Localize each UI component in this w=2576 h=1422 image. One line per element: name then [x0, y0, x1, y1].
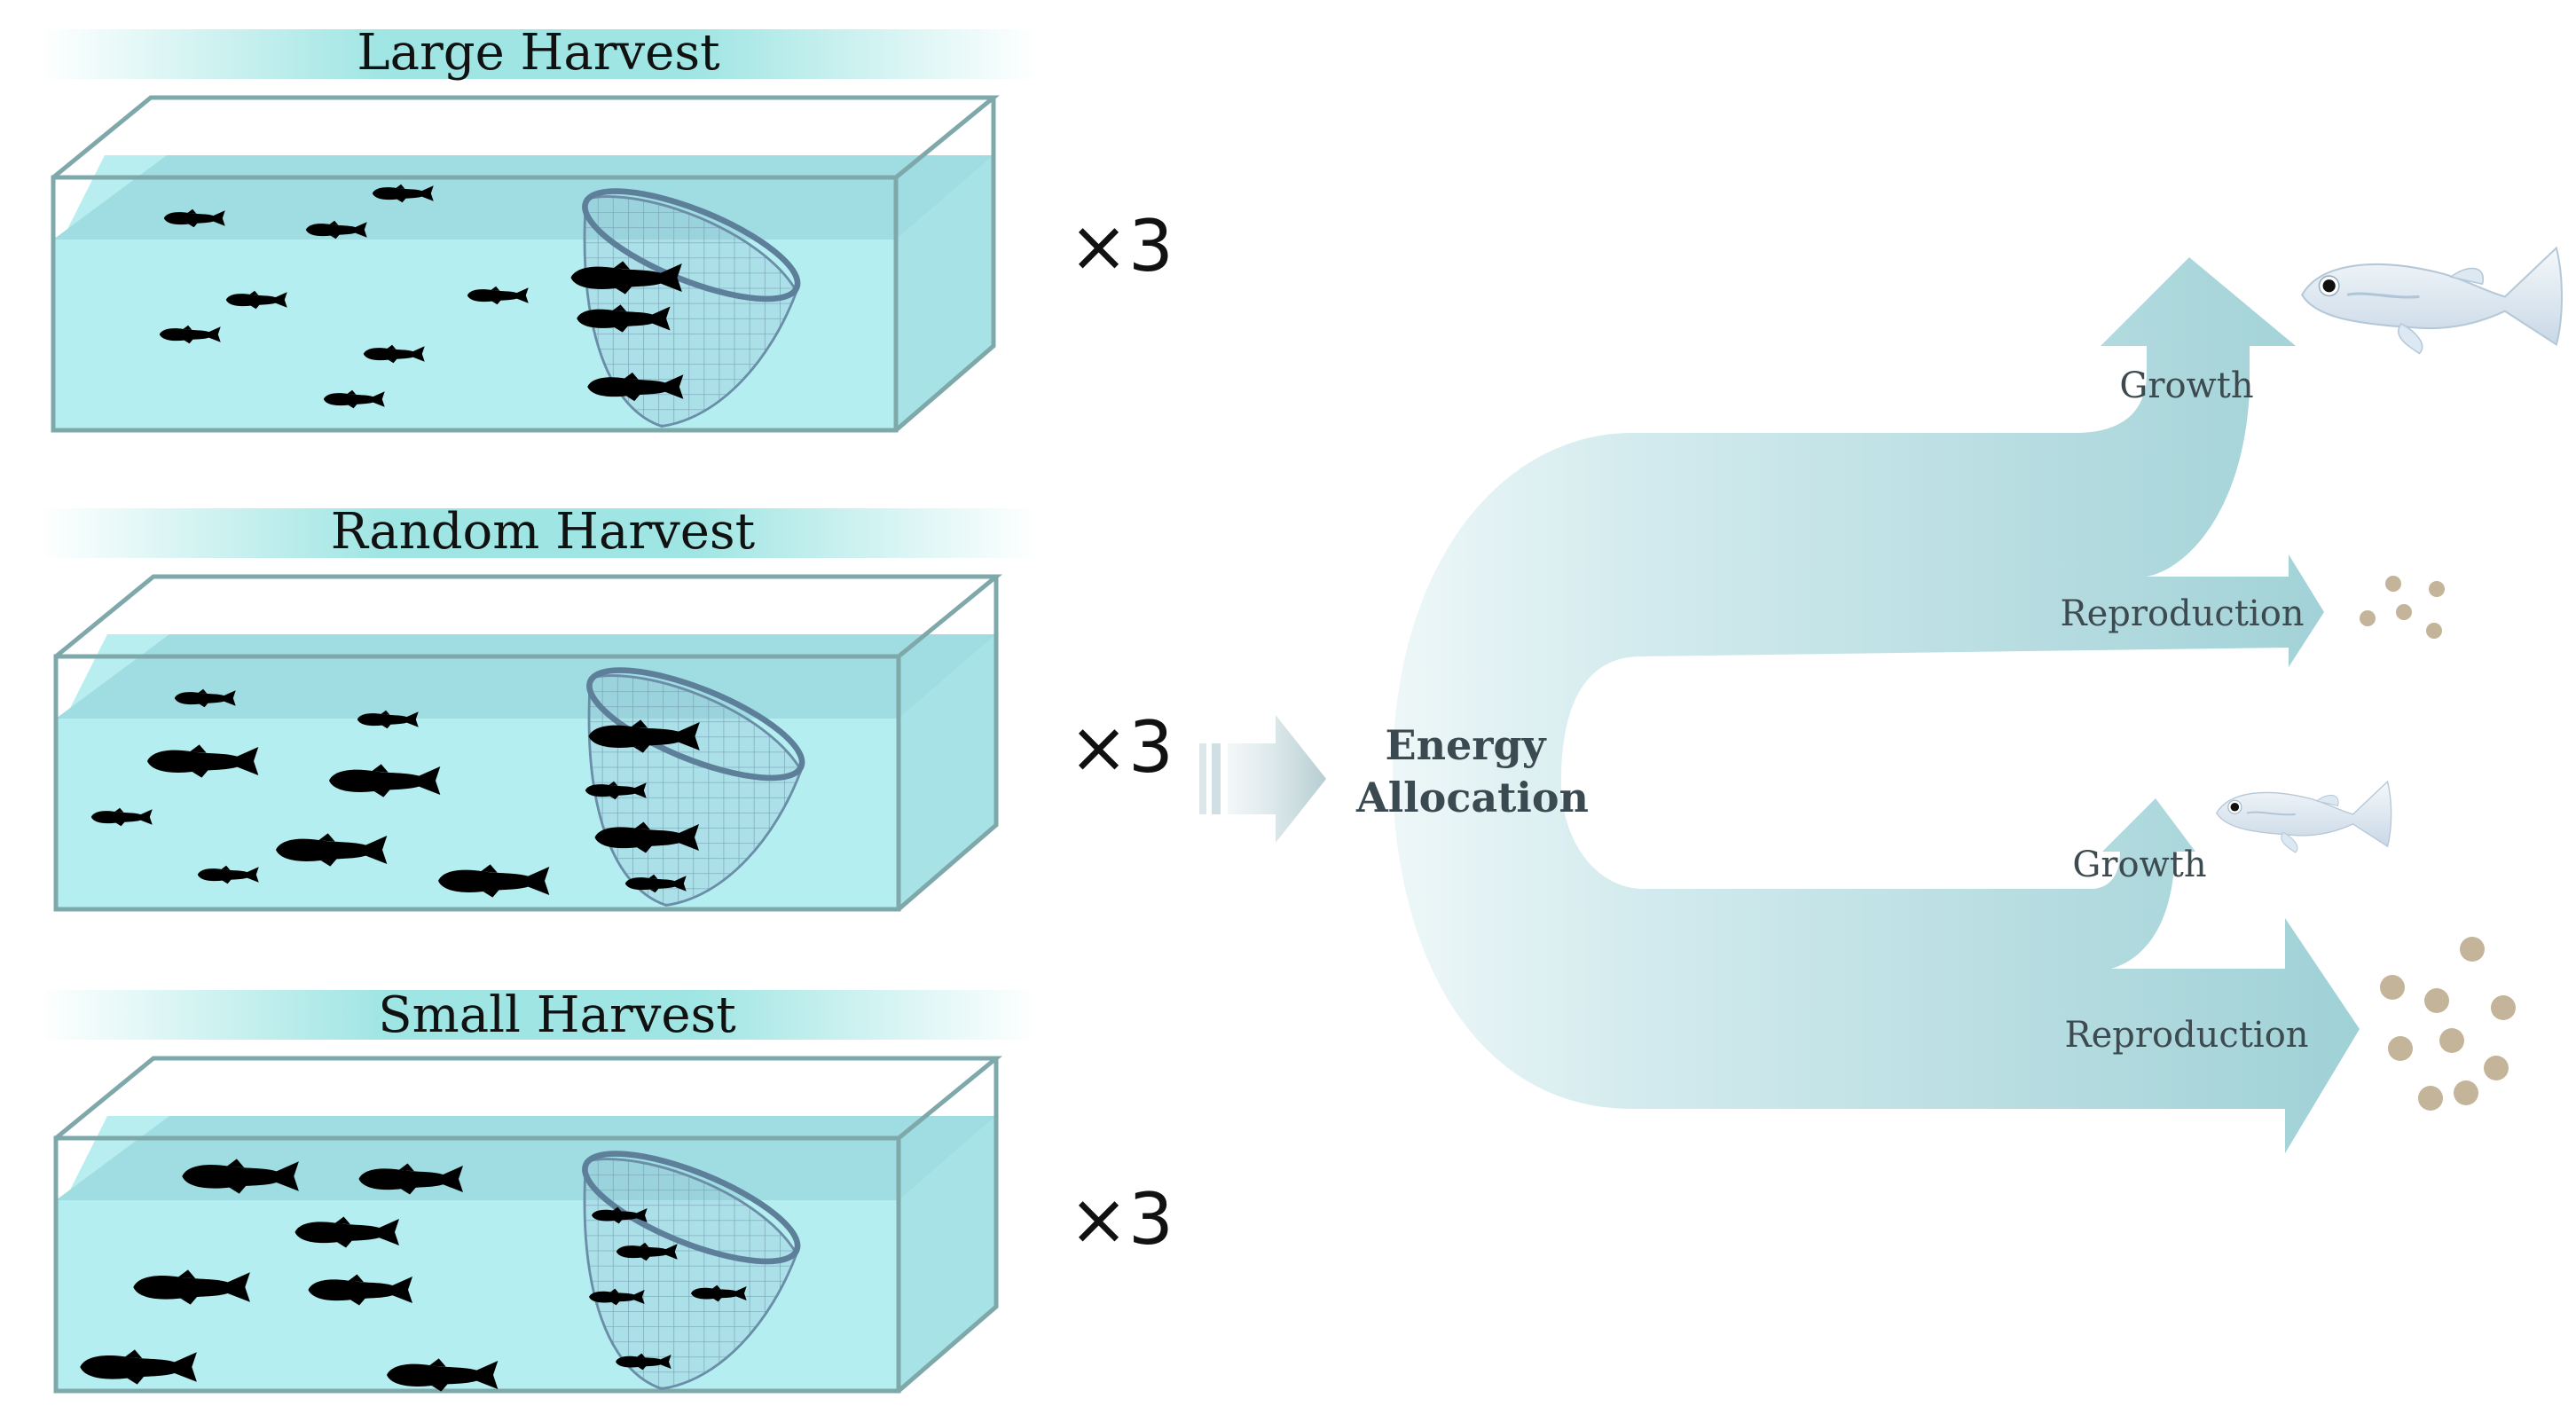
egg: [2484, 1056, 2509, 1080]
small-fish-illustration: [2215, 781, 2392, 854]
upper-growth-label: Growth: [2119, 365, 2253, 406]
panel-title: Large Harvest: [357, 24, 720, 82]
egg: [2418, 1086, 2443, 1111]
panel-title: Small Harvest: [378, 986, 736, 1044]
upper-reproduction-label: Reproduction: [2060, 593, 2304, 634]
egg: [2454, 1080, 2478, 1105]
egg: [2460, 937, 2485, 962]
egg: [2491, 995, 2516, 1020]
lower-reproduction-label: Reproduction: [2064, 1015, 2308, 1056]
egg: [2380, 975, 2405, 1000]
fish-tank: [56, 577, 996, 909]
egg: [2429, 581, 2445, 597]
u-shaped-flow: [1393, 257, 2360, 1153]
panel-large-harvest: Large Harvest ×3: [40, 24, 1174, 430]
fish-tank: [53, 98, 993, 430]
replicate-multiplier: ×3: [1069, 205, 1174, 287]
eggs-many: [2380, 937, 2516, 1111]
egg: [2360, 610, 2376, 626]
energy-allocation-flow: Energy Allocation Growth Reproduction Gr…: [1355, 246, 2564, 1153]
replicate-multiplier: ×3: [1069, 1178, 1174, 1261]
egg: [2424, 988, 2449, 1013]
energy-label-line1: Energy: [1386, 721, 1547, 769]
egg: [2426, 623, 2442, 639]
title-banner: [40, 508, 1038, 558]
title-banner: [40, 29, 1038, 79]
replicate-multiplier: ×3: [1069, 706, 1174, 789]
egg: [2388, 1036, 2413, 1061]
eggs-few: [2360, 576, 2445, 639]
title-banner: [40, 990, 1038, 1040]
large-fish-illustration: [2300, 246, 2564, 356]
panel-title: Random Harvest: [331, 503, 756, 561]
panel-small-harvest: Small Harvest ×3: [40, 986, 1174, 1392]
lower-growth-label: Growth: [2072, 845, 2206, 885]
energy-label-line2: Allocation: [1355, 774, 1589, 821]
egg: [2396, 604, 2412, 620]
egg: [2385, 576, 2401, 592]
egg: [2439, 1028, 2464, 1053]
transition-arrow: [1199, 715, 1326, 843]
fish-tank: [56, 1058, 996, 1391]
panel-random-harvest: Random Harvest ×3: [40, 503, 1174, 909]
energy-allocation-label: Energy Allocation: [1355, 721, 1589, 821]
harvest-panels: Large Harvest ×3 Random: [40, 24, 1174, 1392]
